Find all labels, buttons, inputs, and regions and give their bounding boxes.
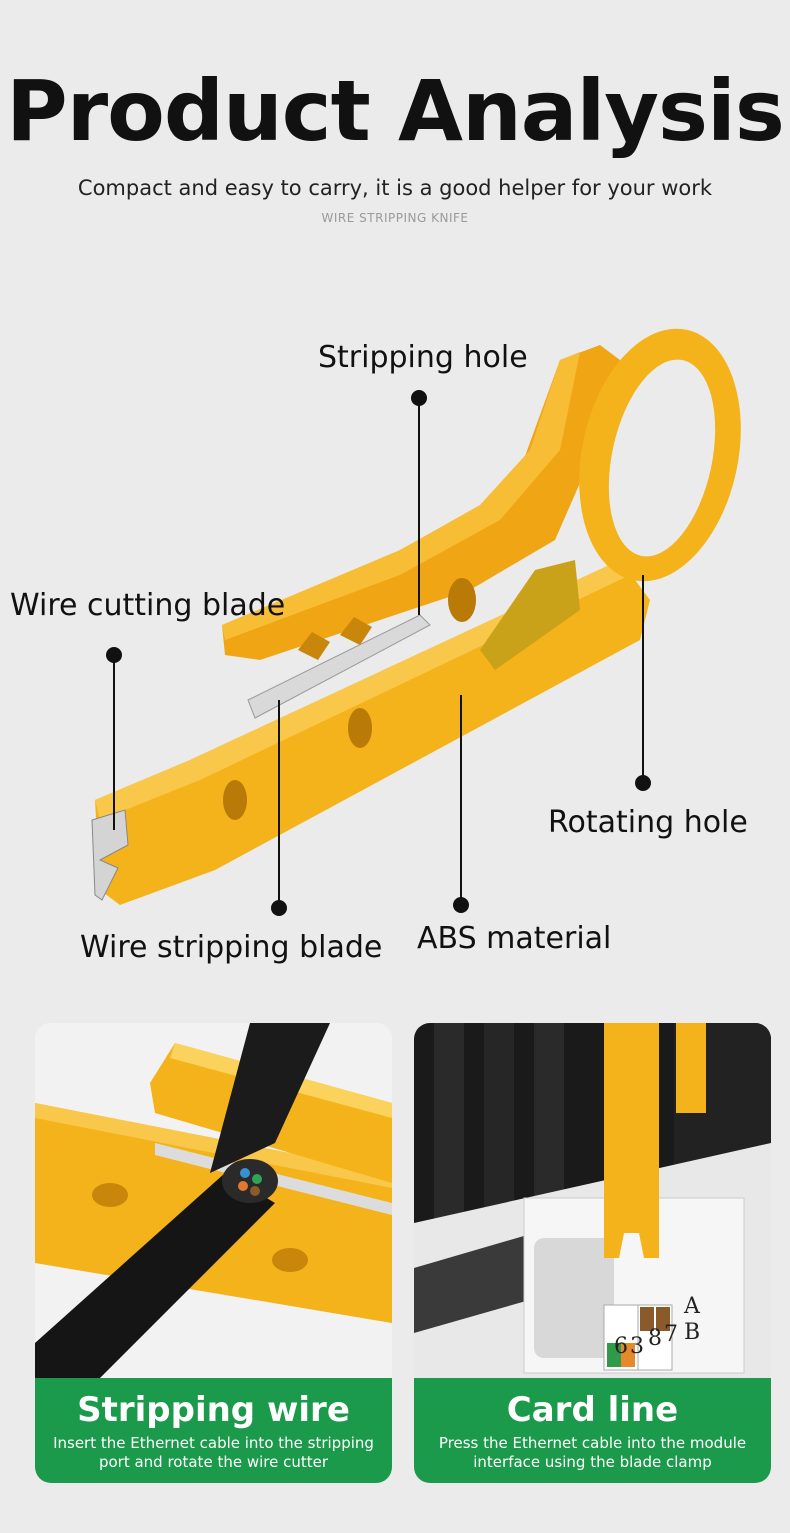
wire-stripper-illustration bbox=[91, 328, 741, 905]
callout-wire-cutting-blade: Wire cutting blade bbox=[10, 588, 286, 623]
callout-rotating-hole: Rotating hole bbox=[548, 805, 748, 840]
card-band-stripping: Stripping wire Insert the Ethernet cable… bbox=[35, 1378, 392, 1483]
module-label-8: 8 bbox=[648, 1326, 662, 1351]
module-label-a: A bbox=[683, 1294, 701, 1319]
product-caption: WIRE STRIPPING KNIFE bbox=[321, 211, 469, 225]
leader-stripping-hole bbox=[411, 390, 427, 615]
module-label-b: B bbox=[684, 1320, 700, 1345]
card-desc-line2: interface using the blade clamp bbox=[473, 1453, 712, 1471]
callout-abs-material: ABS material bbox=[417, 921, 612, 956]
card-desc-card-line: Press the Ethernet cable into the module… bbox=[414, 1430, 771, 1472]
module-label-7: 7 bbox=[664, 1322, 678, 1347]
module-label-6: 6 bbox=[614, 1334, 628, 1359]
tool-diagram bbox=[91, 328, 741, 916]
callout-stripping-hole: Stripping hole bbox=[318, 340, 528, 375]
card-title-card-line: Card line bbox=[506, 1390, 679, 1430]
card-title-stripping: Stripping wire bbox=[77, 1390, 350, 1430]
card-band-card-line: Card line Press the Ethernet cable into … bbox=[414, 1378, 771, 1483]
card-desc-stripping: Insert the Ethernet cable into the strip… bbox=[35, 1430, 392, 1472]
leader-wire-stripping-blade bbox=[271, 700, 287, 916]
leader-wire-cutting-blade bbox=[106, 647, 122, 830]
card-card-line: 6 3 8 7 A B Card line Press the Ethernet… bbox=[414, 1023, 771, 1483]
leader-rotating-hole bbox=[635, 575, 651, 791]
leader-abs-material bbox=[453, 695, 469, 913]
card-stripping-wire: Stripping wire Insert the Ethernet cable… bbox=[35, 1023, 392, 1483]
callout-wire-stripping-blade: Wire stripping blade bbox=[80, 930, 383, 965]
module-label-3: 3 bbox=[630, 1334, 644, 1359]
stripping-wire-photo bbox=[35, 1023, 392, 1383]
card-desc-line1: Insert the Ethernet cable into the strip… bbox=[53, 1434, 374, 1452]
page-subtitle: Compact and easy to carry, it is a good … bbox=[77, 176, 713, 200]
card-line-photo: 6 3 8 7 A B bbox=[414, 1023, 771, 1383]
page-title: Product Analysis bbox=[6, 62, 785, 160]
card-desc-line1: Press the Ethernet cable into the module bbox=[438, 1434, 747, 1452]
card-desc-line2: port and rotate the wire cutter bbox=[98, 1453, 329, 1471]
